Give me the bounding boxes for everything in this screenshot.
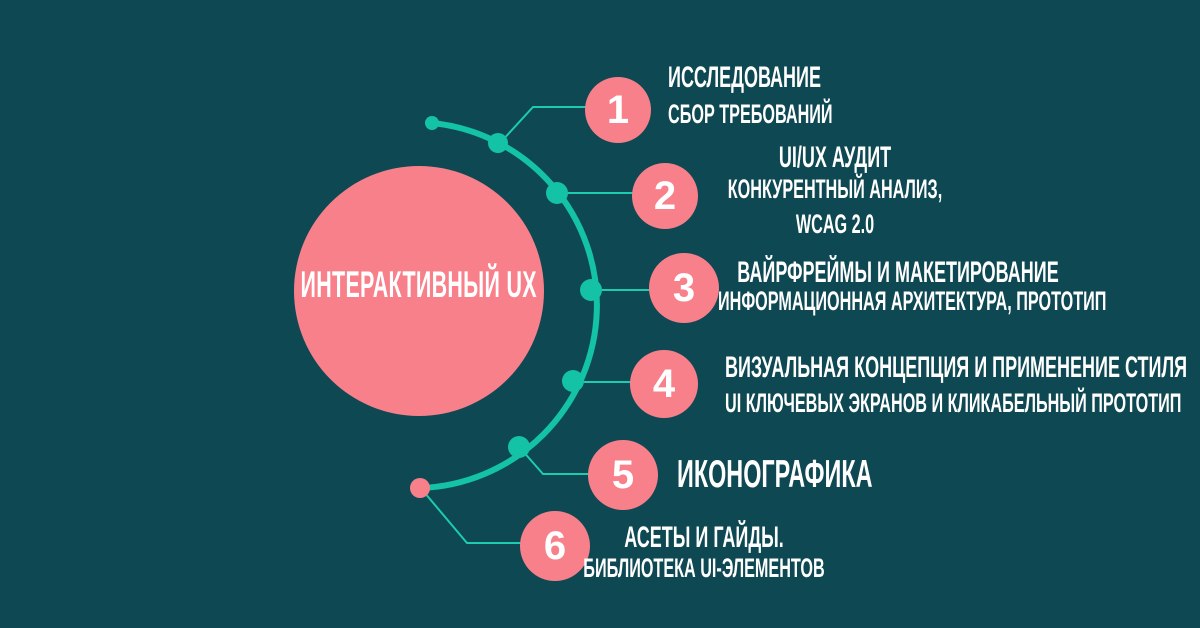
step-1-number: 1 [606,87,630,132]
step-6-subtitle: БИБЛИОТЕКА UI-ЭЛЕМЕНТОВ [583,553,825,583]
step-4-number: 4 [652,361,676,406]
center-circle: ИНТЕРАКТИВНЫЙ UX [294,166,544,416]
step-2-subtitle-2: WCAG 2.0 [795,209,875,239]
step-2-circle: 2 [632,163,698,229]
center-title: ИНТЕРАКТИВНЫЙ UX [300,264,538,305]
step-6-label: АСЕТЫ И ГАЙДЫ. БИБЛИОТЕКА UI-ЭЛЕМЕНТОВ [524,522,884,583]
step-1-title: ИССЛЕДОВАНИЕ [668,61,821,94]
step-1-subtitle: СБОР ТРЕБОВАНИЙ [668,99,833,129]
arc-start-dot [425,116,439,130]
step-5-label: ИКОНОГРАФИКА [677,455,873,495]
step-3-number: 3 [672,265,696,310]
arc-node-4 [562,370,584,392]
step-5-circle: 5 [588,440,658,510]
step-2-number: 2 [653,173,677,218]
connector-step-1 [499,106,589,144]
step-4-circle: 4 [630,350,698,418]
step-5-title: ИКОНОГРАФИКА [677,453,873,496]
arc-end-dot [410,478,430,498]
step-6-number: 6 [543,523,567,568]
step-6-circle: 6 [520,511,590,581]
connector-step-6 [423,491,521,544]
arc-node-3 [580,279,602,301]
step-2-subtitle: КОНКУРЕНТНЫЙ АНАЛИЗ, [727,174,943,204]
step-1-label: ИССЛЕДОВАНИЕ СБОР ТРЕБОВАНИЙ [668,62,833,129]
step-4-title: ВИЗУАЛЬНАЯ КОНЦЕПЦИЯ И ПРИМЕНЕНИЕ СТИЛЯ [725,351,1188,384]
step-4-label: ВИЗУАЛЬНАЯ КОНЦЕПЦИЯ И ПРИМЕНЕНИЕ СТИЛЯ … [725,351,1188,418]
step-6-title: АСЕТЫ И ГАЙДЫ. [624,521,784,554]
step-3-label: ВАЙРФРЕЙМЫ И МАКЕТИРОВАНИЕ ИНФОРМАЦИОННА… [718,256,1107,316]
step-3-title: ВАЙРФРЕЙМЫ И МАКЕТИРОВАНИЕ [737,256,1059,289]
step-5-number: 5 [611,452,635,497]
arc-node-1 [488,133,508,153]
step-2-title: UI/UX АУДИТ [778,141,892,174]
arc-node-5 [508,436,530,458]
connector-step-5 [520,448,589,475]
step-3-circle: 3 [649,253,719,323]
step-2-label: UI/UX АУДИТ КОНКУРЕНТНЫЙ АНАЛИЗ, WCAG 2.… [655,142,1015,239]
step-3-subtitle: ИНФОРМАЦИОННАЯ АРХИТЕКТУРА, ПРОТОТИП [718,286,1107,316]
process-arc [417,120,600,491]
step-1-circle: 1 [585,77,651,143]
step-4-subtitle: UI КЛЮЧЕВЫХ ЭКРАНОВ И КЛИКАБЕЛЬНЫЙ ПРОТО… [725,388,1182,418]
arc-node-2 [546,182,568,204]
